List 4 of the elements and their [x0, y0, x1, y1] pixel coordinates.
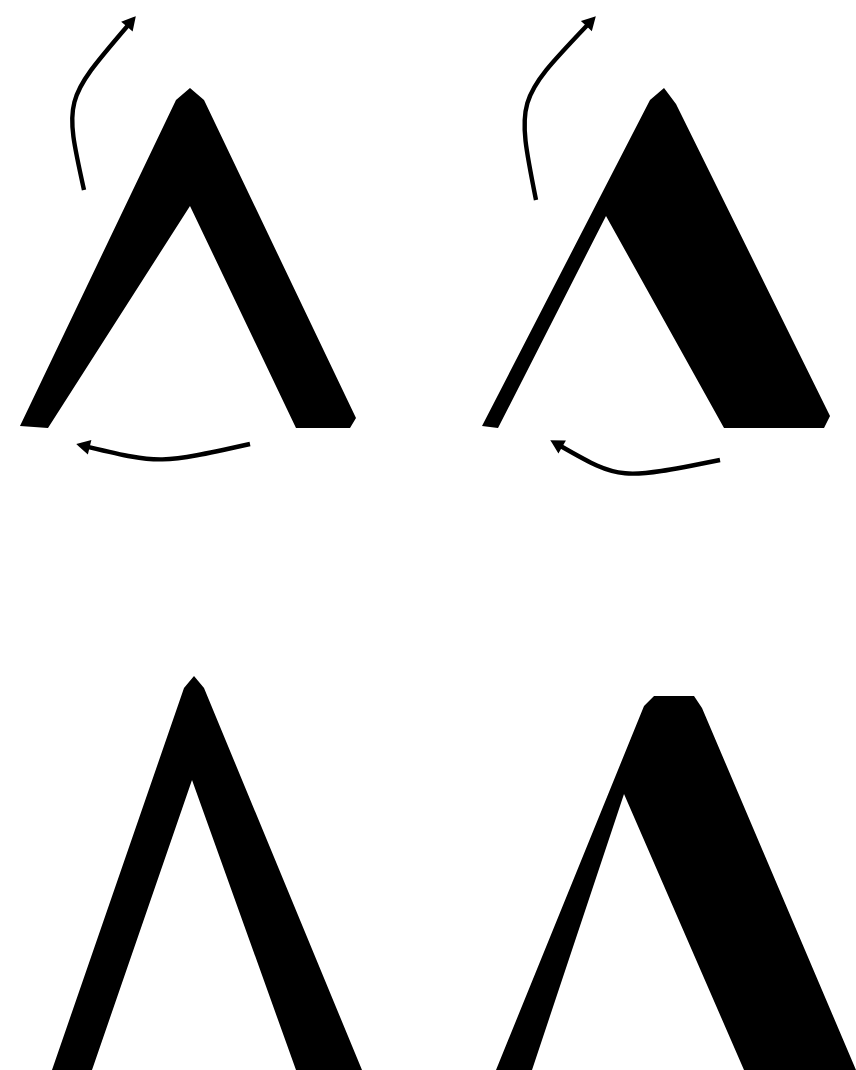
letter-drawing	[496, 696, 856, 1070]
letter-drawing	[20, 88, 356, 428]
letter-drawing	[482, 88, 830, 428]
letter-drawing	[52, 676, 362, 1070]
